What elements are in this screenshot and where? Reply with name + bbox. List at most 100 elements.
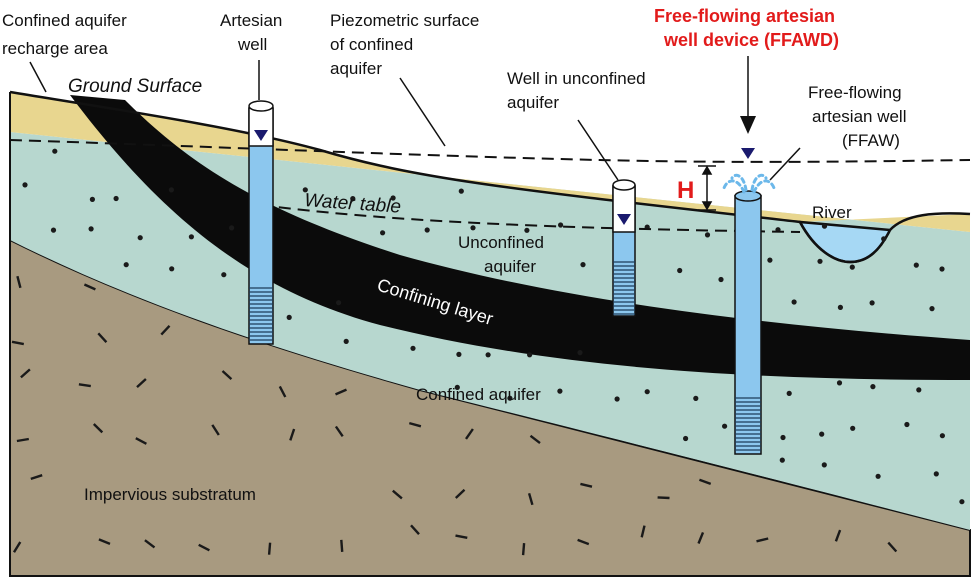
aquifer-dot bbox=[577, 350, 583, 356]
aquifer-dot bbox=[380, 230, 386, 236]
aquifer-dot bbox=[677, 267, 683, 274]
aquifer-dot bbox=[524, 227, 530, 233]
artesian-label-line1: Artesian bbox=[220, 11, 282, 30]
impervious-label: Impervious substratum bbox=[84, 485, 256, 504]
aquifer-dot bbox=[89, 196, 95, 202]
aquifer-dot bbox=[916, 387, 922, 393]
substratum-mark bbox=[97, 332, 108, 344]
aquifer-dot bbox=[557, 388, 563, 394]
aquifer-dot bbox=[113, 195, 119, 202]
ffaw-casing bbox=[734, 195, 762, 455]
unconfined-aquifer-label-line1: Unconfined bbox=[458, 233, 544, 252]
aquifer-dot bbox=[869, 300, 875, 306]
substratum-mark bbox=[580, 482, 593, 488]
aquifer-dot bbox=[817, 258, 823, 264]
aquifer-dot bbox=[286, 314, 292, 320]
ffaw-top bbox=[734, 190, 762, 202]
aquifer-dot bbox=[302, 187, 308, 193]
aquifer-dot bbox=[336, 300, 342, 306]
aquifer-dot bbox=[507, 395, 513, 401]
substratum-mark bbox=[410, 524, 420, 536]
substratum-mark bbox=[340, 539, 344, 552]
aquifer-dots bbox=[22, 148, 965, 505]
aquifer-dot bbox=[390, 195, 396, 201]
aquifer-dot bbox=[123, 262, 129, 268]
unconfined-well-top bbox=[612, 179, 636, 191]
aquifer-dot bbox=[580, 262, 586, 268]
piezometric-marker bbox=[741, 148, 755, 159]
well-screen bbox=[249, 287, 273, 341]
substratum-mark bbox=[211, 424, 220, 436]
free-flowing-well bbox=[722, 148, 776, 455]
piezometric-label-line1: Piezometric surface bbox=[330, 11, 479, 30]
substratum-mark bbox=[698, 478, 712, 486]
substratum-mark bbox=[408, 421, 422, 428]
ffawd-arrow-head bbox=[740, 116, 756, 134]
substratum-mark bbox=[83, 283, 96, 291]
substratum-mark bbox=[16, 437, 29, 443]
substratum-mark bbox=[657, 496, 670, 500]
substratum-mark bbox=[454, 488, 466, 499]
substratum-mark bbox=[392, 489, 403, 500]
unconfined-well-empty bbox=[612, 185, 636, 233]
substratum-mark bbox=[756, 537, 769, 543]
head-dimension bbox=[698, 165, 716, 211]
aquifer-dot bbox=[485, 352, 491, 358]
substratum-mark bbox=[267, 542, 272, 555]
aquifer-dot bbox=[779, 457, 785, 463]
substratum-mark bbox=[160, 324, 171, 336]
well-unconfined-label-line1: Well in unconfined bbox=[507, 69, 646, 88]
substratum-mark bbox=[527, 492, 534, 506]
substratum-mark bbox=[834, 529, 842, 542]
aquifer-dot bbox=[929, 306, 935, 312]
ffawd-label-line1: Free-flowing artesian bbox=[654, 6, 835, 26]
aquifer-dot bbox=[933, 471, 939, 477]
aquifer-dot bbox=[939, 266, 945, 272]
aquifer-dot bbox=[410, 345, 416, 351]
ffaw-label-line2: artesian well bbox=[812, 107, 907, 126]
aquifer-dot bbox=[229, 225, 235, 231]
aquifer-dot bbox=[456, 351, 462, 357]
ffaw-label-line1: Free-flowing bbox=[808, 83, 902, 102]
ffaw-leader bbox=[769, 147, 801, 181]
aquifer-dot bbox=[88, 226, 94, 232]
aquifer-dot bbox=[959, 499, 965, 505]
aquifer-dot bbox=[168, 187, 174, 193]
aquifer-dot bbox=[821, 223, 828, 229]
aquifer-dot bbox=[722, 423, 728, 429]
aquifer-dot bbox=[644, 389, 650, 395]
ground-surface-label: Ground Surface bbox=[68, 76, 202, 97]
artesian-well bbox=[248, 100, 274, 345]
aquifer-dot bbox=[939, 433, 946, 439]
substratum-mark bbox=[11, 340, 25, 346]
aquifer-dot bbox=[849, 264, 855, 270]
substratum-mark bbox=[92, 423, 104, 434]
substratum-mark bbox=[221, 370, 233, 380]
ffaw-label-line3: (FFAW) bbox=[842, 131, 900, 150]
aquifer-dot bbox=[350, 196, 356, 202]
river-label: River bbox=[812, 203, 852, 222]
aquifer-dot bbox=[614, 396, 620, 402]
aquifer-dot bbox=[343, 338, 349, 344]
recharge-label-line2: recharge area bbox=[2, 39, 108, 58]
substratum-mark bbox=[455, 534, 468, 539]
recharge-leader bbox=[29, 61, 47, 93]
aquifer-dot bbox=[850, 425, 856, 431]
aquifer-dot bbox=[527, 352, 533, 358]
piezometric-label-line2: of confined bbox=[330, 35, 413, 54]
aquifer-dot bbox=[791, 299, 797, 305]
artesian-label-line2: well bbox=[237, 35, 267, 54]
aquifer-dot bbox=[881, 236, 887, 242]
aquifer-dot bbox=[458, 188, 464, 194]
aquifer-dot bbox=[188, 234, 194, 240]
substratum-mark bbox=[30, 474, 43, 481]
water-table-line bbox=[259, 204, 801, 233]
aquifer-dot bbox=[786, 390, 792, 396]
substratum-mark bbox=[198, 543, 210, 552]
piezometric-label-line3: aquifer bbox=[330, 59, 382, 78]
aquifer-dot bbox=[875, 473, 881, 479]
unconfined-well-leader bbox=[577, 119, 619, 181]
substratum-mark bbox=[278, 385, 287, 398]
